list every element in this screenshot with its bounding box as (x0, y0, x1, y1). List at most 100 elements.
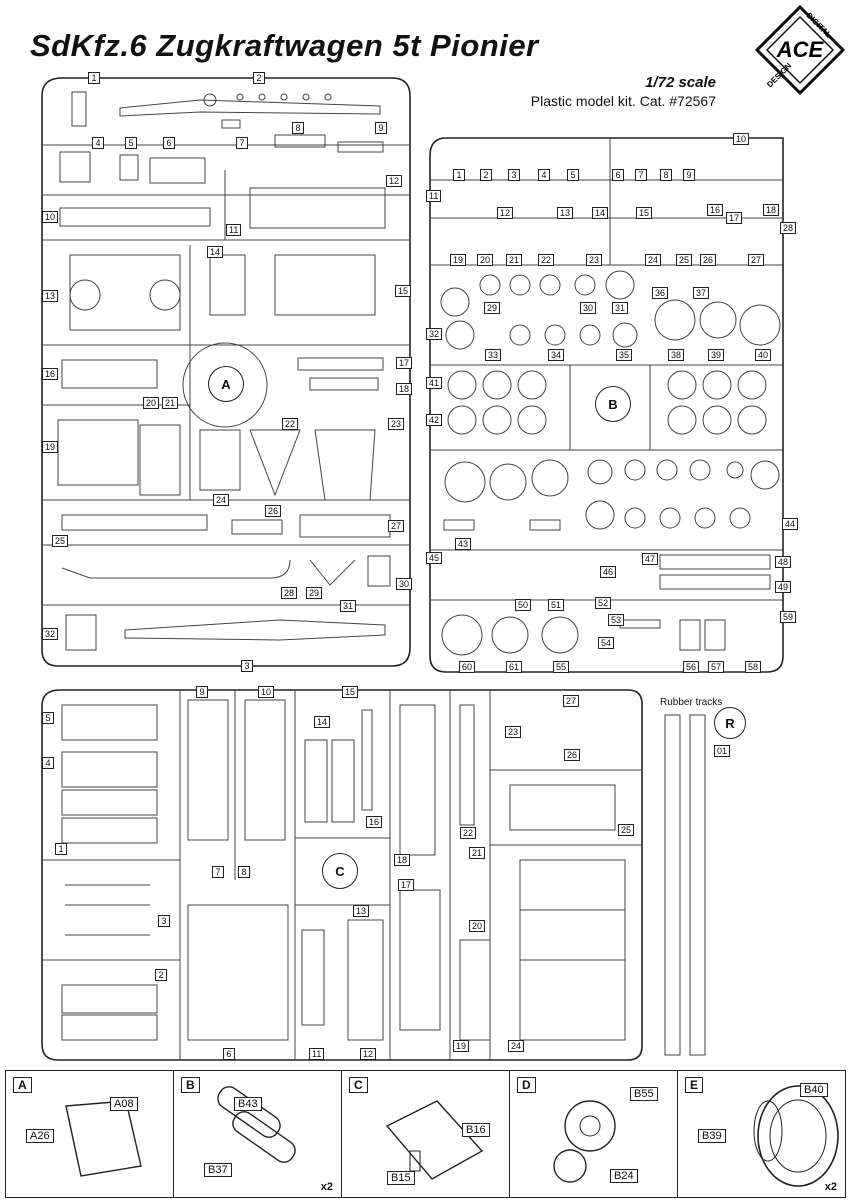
sprue-r-id: R (714, 707, 746, 739)
part-callout: B16 (462, 1123, 490, 1137)
part-label: 26 (564, 749, 581, 761)
sprue-c-id: C (322, 853, 358, 889)
part-label: 24 (213, 494, 230, 506)
sprue-a-frame (41, 77, 411, 667)
step-letter: A (13, 1077, 32, 1093)
part-label: 16 (42, 368, 59, 380)
part-label: 4 (42, 757, 54, 769)
step-e-drawing (753, 1085, 839, 1187)
sprue-b-frame (429, 137, 784, 673)
part-label: 4 (92, 137, 104, 149)
part-label: 6 (223, 1048, 235, 1060)
part-label: 53 (608, 614, 625, 626)
part-label: 14 (592, 207, 609, 219)
rubber-tracks-caption: Rubber tracks (660, 697, 723, 708)
part-label: 13 (353, 905, 370, 917)
part-label: 12 (360, 1048, 377, 1060)
part-label: 26 (700, 254, 717, 266)
part-label: 61 (506, 661, 523, 673)
part-label: 5 (567, 169, 579, 181)
part-label: 56 (683, 661, 700, 673)
step-c-drawing (385, 1100, 484, 1180)
part-label: 1 (88, 72, 100, 84)
step-d-drawing (553, 1100, 616, 1183)
step-c: C B16 B15 (342, 1071, 510, 1197)
part-label: 22 (538, 254, 555, 266)
part-label: 28 (281, 587, 298, 599)
part-label: 13 (42, 290, 59, 302)
part-label: 18 (394, 854, 411, 866)
part-label: 25 (618, 824, 635, 836)
catalog-number: Plastic model kit. Cat. #72567 (530, 93, 716, 109)
part-label: 46 (600, 566, 617, 578)
part-label: 10 (42, 211, 59, 223)
part-label: 25 (676, 254, 693, 266)
part-label: 16 (366, 816, 383, 828)
part-label: 21 (469, 847, 486, 859)
part-label: 2 (155, 969, 167, 981)
part-label: 39 (708, 349, 725, 361)
step-b-drawing (217, 1086, 296, 1163)
part-label: 11 (309, 1048, 325, 1060)
part-label: 32 (426, 328, 443, 340)
kit-scale: 1/72 scale (645, 74, 716, 91)
sprue-b-id: B (595, 386, 631, 422)
step-letter: E (685, 1077, 704, 1093)
part-label: 34 (548, 349, 565, 361)
part-label: 1 (453, 169, 465, 181)
part-label: 33 (485, 349, 502, 361)
step-letter: C (349, 1077, 368, 1093)
part-label: 35 (616, 349, 633, 361)
part-label: 30 (580, 302, 597, 314)
part-label: 18 (396, 383, 413, 395)
part-label: 18 (763, 204, 780, 216)
part-label: 19 (453, 1040, 470, 1052)
part-label: 29 (484, 302, 501, 314)
part-label: 17 (398, 879, 415, 891)
part-callout: B37 (204, 1163, 232, 1177)
part-label: 11 (426, 190, 442, 202)
part-label: 19 (450, 254, 467, 266)
part-label: 30 (396, 578, 413, 590)
part-label: 10 (258, 686, 275, 698)
part-callout: B39 (698, 1129, 726, 1143)
step-b: B B43 B37 x2 (174, 1071, 342, 1197)
part-label: 7 (236, 137, 248, 149)
step-letter: D (517, 1077, 536, 1093)
kit-title: SdKfz.6 Zugkraftwagen 5t Pionier (30, 28, 539, 63)
part-label: 25 (52, 535, 69, 547)
part-label: 38 (668, 349, 685, 361)
part-label: 19 (42, 441, 59, 453)
part-label: 60 (459, 661, 476, 673)
part-label: 8 (292, 122, 304, 134)
part-label: 01 (714, 745, 731, 757)
part-label: 12 (386, 175, 403, 187)
quantity: x2 (320, 1181, 333, 1193)
part-label: 48 (775, 556, 792, 568)
part-label: 5 (125, 137, 137, 149)
part-label: 20 (143, 397, 160, 409)
part-label: 7 (212, 866, 224, 878)
part-callout: B40 (800, 1083, 828, 1097)
part-label: 22 (460, 827, 477, 839)
sprue-a-id: A (208, 366, 244, 402)
part-label: 2 (253, 72, 265, 84)
part-label: 36 (652, 287, 669, 299)
part-label: 43 (455, 538, 472, 550)
part-label: 23 (586, 254, 603, 266)
part-label: 44 (782, 518, 799, 530)
step-d: D B55 B24 (510, 1071, 678, 1197)
part-label: 20 (469, 920, 486, 932)
part-label: 8 (238, 866, 250, 878)
part-label: 11 (226, 224, 242, 236)
part-label: 4 (538, 169, 550, 181)
part-label: 32 (42, 628, 59, 640)
part-label: 3 (508, 169, 520, 181)
part-label: 50 (515, 599, 532, 611)
sprue-c-frame (41, 689, 643, 1061)
part-label: 6 (612, 169, 624, 181)
part-label: 27 (563, 695, 580, 707)
part-label: 37 (693, 287, 710, 299)
part-label: 24 (508, 1040, 525, 1052)
